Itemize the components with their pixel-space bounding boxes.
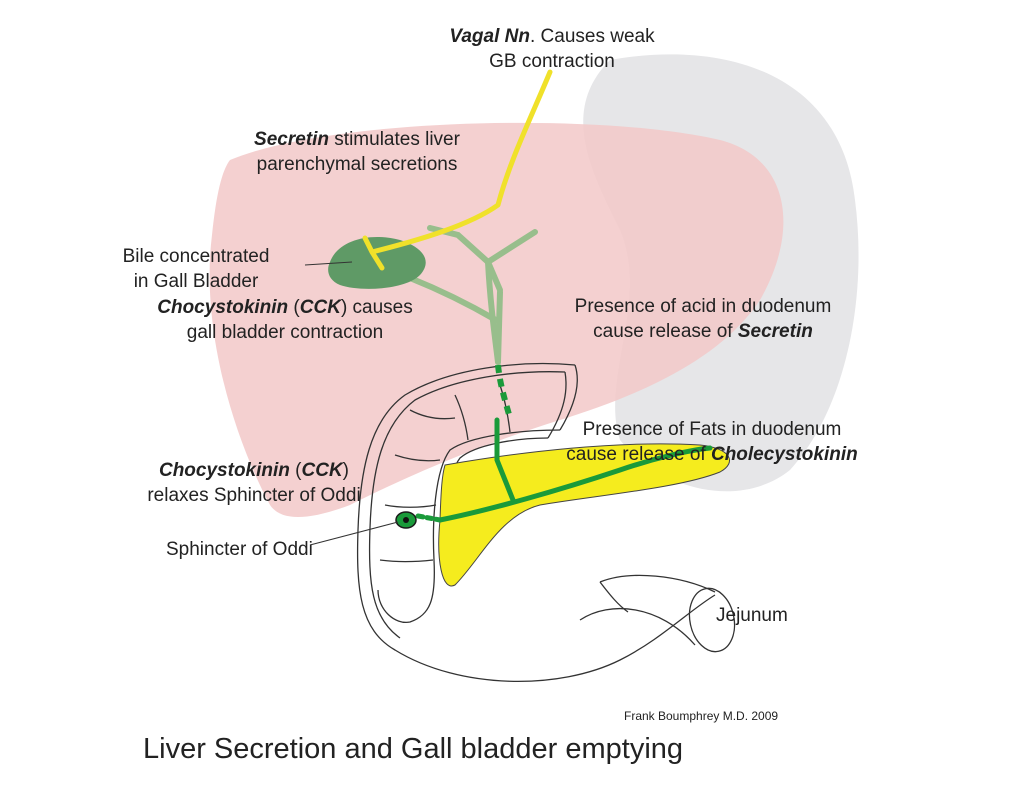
bile-concentrated-line1: Bile concentrated	[123, 246, 270, 267]
author-credit: Frank Boumphrey M.D. 2009	[624, 709, 778, 723]
cck-contraction-line1: Chocystokinin (CCK) causes	[157, 297, 413, 318]
biliary-tree	[407, 225, 538, 365]
bile-concentrated-line2: in Gall Bladder	[134, 271, 259, 292]
cck-relax-line1: Chocystokinin (CCK)	[159, 460, 349, 481]
secretin-stim-line1: Secretin stimulates liver	[254, 129, 461, 150]
pancreas-shape	[438, 443, 730, 587]
sphincter-core	[403, 517, 409, 523]
acid-label-line1: Presence of acid in duodenum	[575, 296, 832, 317]
leader-lines	[304, 261, 399, 546]
duodenum	[356, 362, 716, 682]
vagal-label-line2: GB contraction	[489, 51, 615, 72]
pancreatic-duct	[415, 417, 713, 523]
vagal-nerve	[362, 69, 553, 271]
common-bile-duct-dotted	[495, 364, 513, 419]
cck-contraction-line2: gall bladder contraction	[187, 322, 383, 343]
jejunum	[579, 574, 736, 653]
secretin-stim-line2: parenchymal secretions	[257, 154, 458, 175]
jejunum-label: Jejunum	[716, 605, 788, 626]
cck-relax-line2: relaxes Sphincter of Oddi	[147, 485, 360, 506]
sphincter-label: Sphincter of Oddi	[166, 539, 313, 560]
diagram-title: Liver Secretion and Gall bladder emptyin…	[143, 733, 683, 765]
vagal-label-line1: Vagal Nn. Causes weak	[449, 26, 655, 47]
fats-label-line1: Presence of Fats in duodenum	[583, 419, 842, 440]
acid-label-line2: cause release of Secretin	[593, 321, 813, 342]
fats-label-line2: cause release of Cholecystokinin	[566, 444, 857, 465]
